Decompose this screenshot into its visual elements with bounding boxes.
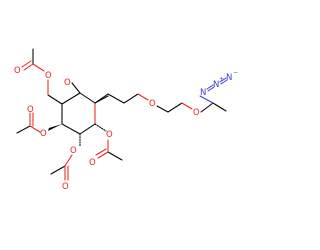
bond-ring-o-c bbox=[71, 82, 81, 94]
bond-c3-methyl bbox=[50, 165, 66, 175]
bond-c4-o-c bbox=[29, 125, 41, 133]
bond-ch2-n1 bbox=[199, 95, 214, 104]
c4-acetate: O O bbox=[16, 105, 62, 139]
azide-n3-charge: − bbox=[233, 69, 238, 76]
bond-chain-1 bbox=[94, 93, 109, 104]
bond-chain-4 bbox=[137, 93, 149, 101]
bond-chain-6 bbox=[167, 102, 183, 113]
c2-carbonyl-oxygen-label: O bbox=[89, 158, 96, 168]
bond-c3-o-c bbox=[64, 154, 73, 167]
peg-azide-chain: O O bbox=[94, 93, 227, 118]
c6-ester-oxygen-label: O bbox=[45, 71, 52, 81]
bond-c5-c4 bbox=[79, 92, 96, 104]
azide-n3-label: N bbox=[226, 73, 232, 83]
c4-ester-oxygen-label: O bbox=[40, 129, 47, 139]
c4-carbonyl-oxygen-label: O bbox=[27, 105, 34, 115]
bond-c6-co-a bbox=[23, 63, 34, 71]
bond-c2-c1 bbox=[61, 123, 81, 135]
bond-chain-2 bbox=[107, 93, 125, 104]
pyranose-ring bbox=[61, 92, 96, 135]
bond-chain-3 bbox=[123, 93, 139, 104]
bond-c6-co-b bbox=[21, 60, 32, 68]
bond-n1-n2-b bbox=[206, 84, 214, 90]
bond-c2-co-b bbox=[95, 148, 107, 156]
c6-acetate: O O bbox=[14, 48, 63, 105]
bond-c4-methyl bbox=[16, 125, 31, 134]
c2-ester-oxygen-label: O bbox=[106, 130, 113, 140]
bond-c2-methyl bbox=[107, 151, 123, 161]
c3-acetate: O O bbox=[50, 133, 81, 192]
c2-acetate: O O bbox=[89, 123, 123, 168]
bond-c2-co-a bbox=[97, 151, 109, 159]
azide-group: N N + N − bbox=[199, 69, 238, 104]
c3-ester-oxygen-label: O bbox=[70, 146, 77, 156]
ring-oxygen-label: O bbox=[64, 78, 71, 88]
bond-n1-n2-a bbox=[207, 86, 215, 92]
bond-c5-c6 bbox=[61, 92, 81, 105]
bond-c6-ch2 bbox=[47, 94, 63, 105]
bond-o-carbonyl-c bbox=[32, 63, 45, 72]
bond-chain-9 bbox=[212, 102, 227, 112]
azide-n1-label: N bbox=[200, 88, 206, 98]
azide-n2-charge: + bbox=[219, 76, 224, 83]
c4-wedge-bond bbox=[48, 124, 62, 131]
bond-c3-c2 bbox=[79, 123, 96, 135]
bond-c2-hash bbox=[94, 123, 107, 132]
c6-carbonyl-oxygen-label: O bbox=[14, 66, 21, 76]
molecule-structure-diagram: O O O N N + N − O O bbox=[14, 48, 238, 192]
azide-n2-label: N bbox=[213, 80, 219, 90]
bond-chain-5 bbox=[156, 105, 169, 113]
c3-carbonyl-oxygen-label: O bbox=[62, 182, 69, 192]
bond-chain-8 bbox=[200, 102, 214, 113]
bond-chain-7 bbox=[181, 102, 193, 110]
ether-oxygen-1-label: O bbox=[149, 99, 156, 109]
bond-n2-n3-b bbox=[219, 77, 227, 83]
bond-n2-n3-a bbox=[220, 79, 228, 85]
ether-oxygen-2-label: O bbox=[193, 108, 200, 118]
